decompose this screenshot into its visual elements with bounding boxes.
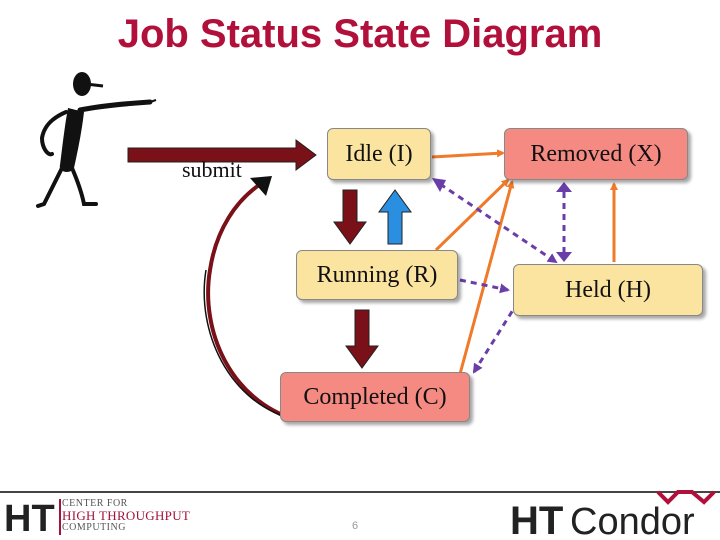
state-idle: Idle (I) bbox=[327, 128, 431, 180]
submit-arrow bbox=[127, 139, 317, 171]
state-idle-label: Idle (I) bbox=[345, 140, 413, 167]
chtc-mark: HT bbox=[4, 498, 55, 537]
htcondor-ht: HT bbox=[510, 499, 563, 540]
resubmit-curve-arrow bbox=[203, 176, 297, 422]
htcondor-rest: Condor bbox=[570, 501, 695, 540]
submit-label: submit bbox=[182, 157, 242, 182]
running-to-idle-arrow bbox=[378, 189, 412, 245]
chtc-line2: HIGH THROUGHPUT bbox=[62, 508, 191, 523]
running-to-held-dashed-arrow bbox=[459, 278, 510, 294]
chtc-logo: HT bbox=[4, 498, 61, 537]
state-completed: Completed (C) bbox=[280, 372, 470, 422]
page-number: 6 bbox=[352, 520, 359, 532]
idle-to-running-arrow bbox=[333, 189, 367, 245]
running-to-completed-arrow bbox=[345, 309, 379, 369]
idle-held-dashed-arrow bbox=[432, 178, 558, 264]
state-held: Held (H) bbox=[513, 264, 703, 316]
state-removed: Removed (X) bbox=[504, 128, 688, 180]
stick-figure-pointing-icon bbox=[36, 72, 157, 208]
footer-divider bbox=[0, 491, 720, 493]
state-held-label: Held (H) bbox=[565, 276, 651, 303]
state-running-label: Running (R) bbox=[316, 261, 438, 288]
removed-held-dashed-arrow bbox=[556, 182, 572, 262]
state-removed-label: Removed (X) bbox=[530, 140, 662, 167]
held-to-completed-dashed-arrow bbox=[472, 301, 520, 374]
htcondor-logo: HT Condor bbox=[510, 490, 716, 540]
running-to-removed-arrow bbox=[434, 178, 510, 252]
chtc-line1: CENTER FOR bbox=[62, 498, 128, 509]
state-completed-label: Completed (C) bbox=[303, 383, 447, 410]
state-running: Running (R) bbox=[296, 250, 458, 300]
chtc-wordmark: CENTER FOR HIGH THROUGHPUT COMPUTING bbox=[62, 498, 190, 534]
idle-to-removed-arrow bbox=[431, 149, 505, 159]
page-title: Job Status State Diagram bbox=[117, 12, 603, 56]
completed-to-removed-arrow bbox=[458, 180, 515, 375]
chtc-line3: COMPUTING bbox=[62, 522, 126, 533]
